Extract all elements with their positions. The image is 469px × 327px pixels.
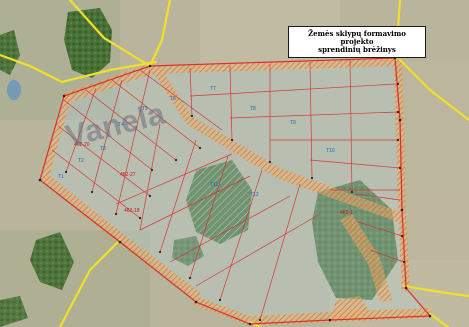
t-label: T6 bbox=[170, 96, 176, 102]
t-label: T11 bbox=[210, 182, 218, 188]
t-label: T4 bbox=[118, 122, 124, 128]
project-area bbox=[40, 60, 430, 322]
parcel-label: 462-20 bbox=[74, 142, 90, 148]
t-label: T12 bbox=[250, 192, 259, 198]
t-label: T5 bbox=[142, 106, 148, 112]
t-label: T10 bbox=[326, 148, 335, 154]
map-title-box: Žemės sklypų formavimo projekto sprendin… bbox=[288, 26, 426, 58]
t-labels: T1 T2 T3 T4 T5 T6 T7 T8 T9 T10 T11 T12 bbox=[58, 86, 335, 198]
t-label: T8 bbox=[250, 106, 256, 112]
parcel-label: 462-18 bbox=[124, 208, 140, 214]
t-label: T1 bbox=[58, 174, 64, 180]
parcel-labels: 462-20 462-27 462-18 462-1 bbox=[74, 142, 353, 216]
t-label: T2 bbox=[78, 158, 84, 164]
t-label: T7 bbox=[210, 86, 216, 92]
parcel-label: 462-1 bbox=[340, 210, 353, 216]
t-label: T3 bbox=[100, 146, 106, 152]
map-title-line2: sprendinių brėžinys bbox=[318, 45, 396, 54]
pond bbox=[7, 80, 21, 100]
parcel-lines bbox=[51, 59, 405, 321]
parcel-label: 462-27 bbox=[120, 172, 136, 178]
survey-points bbox=[38, 56, 432, 326]
t-label: T9 bbox=[290, 120, 296, 126]
map-title-line1: Žemės sklypų formavimo projekto bbox=[308, 29, 406, 46]
